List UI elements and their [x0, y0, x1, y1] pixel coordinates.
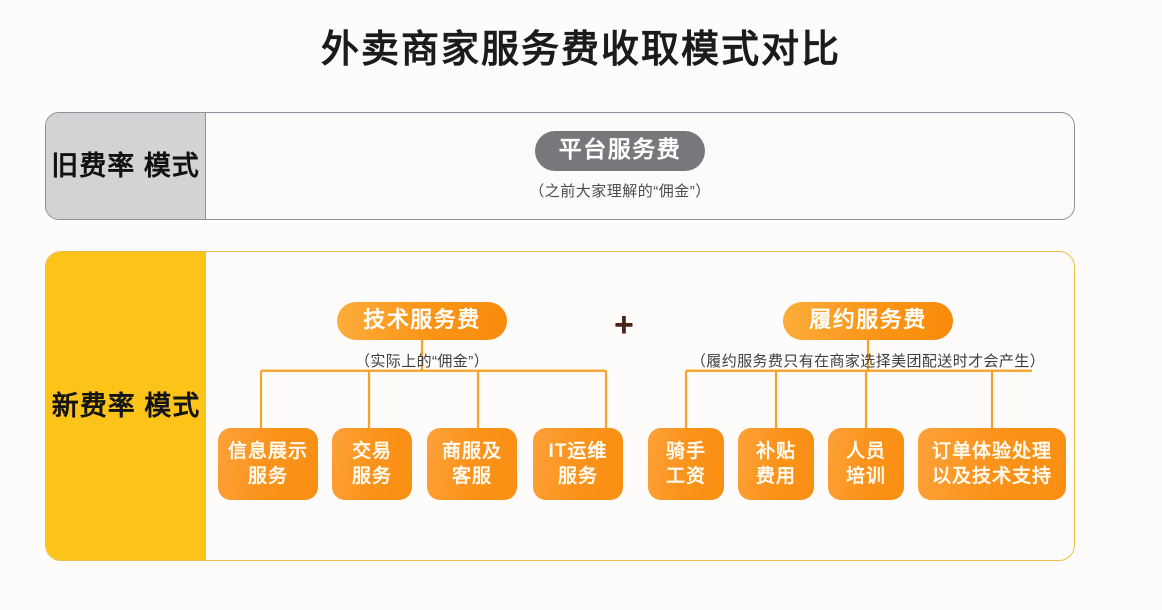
old-rate-label-line-1: 旧费率 [51, 150, 136, 181]
leaf-box-rider-wages: 骑手 工资 [648, 428, 724, 500]
new-rate-label-text: 新费率 模式 [52, 389, 201, 424]
leaf-line-2: 服务 [351, 466, 392, 487]
leaf-line-1: IT运维 [548, 440, 608, 462]
fulfillment-service-fee-badge: 履约服务费 [783, 302, 953, 341]
old-rate-row: 旧费率 模式 平台服务费 （之前大家理解的“佣金”） [45, 112, 1075, 220]
group-header-technical: 技术服务费 （实际上的“佣金”） [242, 302, 602, 371]
technical-service-fee-badge: 技术服务费 [337, 302, 507, 341]
plus-operator-icon: + [614, 306, 634, 344]
leaf-line-1: 骑手 [665, 440, 706, 462]
old-rate-label-line-2: 模式 [143, 150, 200, 181]
leaf-line-2: 工资 [665, 466, 706, 487]
leaf-line-2: 客服 [451, 466, 492, 487]
leaf-box-subsidy-cost: 补贴 费用 [738, 428, 814, 500]
platform-service-fee-badge: 平台服务费 [534, 131, 706, 171]
leaf-line-1: 人员 [845, 440, 886, 462]
leaf-box-info-display: 信息展示 服务 [218, 428, 318, 500]
old-rate-label-cell: 旧费率 模式 [46, 113, 206, 219]
old-rate-label-text: 旧费率 模式 [51, 149, 200, 184]
leaf-line-1: 信息展示 [227, 440, 308, 462]
leaf-line-2: 培训 [845, 466, 886, 487]
leaf-box-staff-training: 人员 培训 [828, 428, 904, 500]
leaf-line-2: 服务 [557, 466, 598, 487]
fulfillment-service-fee-caption: （履约服务费只有在商家选择美团配送时才会产生） [690, 353, 1046, 371]
new-rate-label-line-1: 新费率 [51, 390, 136, 421]
leaf-line-2: 以及技术支持 [931, 466, 1052, 487]
new-rate-label-line-2: 模式 [144, 390, 201, 421]
leaf-box-merchant-service: 商服及 客服 [427, 428, 517, 500]
new-rate-row: 新费率 模式 技 [45, 251, 1075, 561]
old-rate-content: 平台服务费 （之前大家理解的“佣金”） [206, 113, 1074, 219]
leaf-line-1: 订单体验处理 [931, 440, 1052, 462]
leaf-line-1: 商服及 [441, 440, 502, 462]
page-title: 外卖商家服务费收取模式对比 [320, 29, 841, 71]
group-header-fulfillment: 履约服务费 （履约服务费只有在商家选择美团配送时才会产生） [658, 302, 1074, 371]
connector-tree [259, 328, 1032, 430]
leaf-line-2: 费用 [755, 466, 796, 487]
leaf-line-2: 服务 [247, 466, 288, 487]
new-rate-label-cell: 新费率 模式 [46, 252, 206, 560]
technical-service-fee-caption: （实际上的“佣金”） [355, 353, 489, 371]
leaf-line-1: 补贴 [755, 440, 796, 462]
platform-service-fee-caption: （之前大家理解的“佣金”） [529, 182, 711, 200]
leaf-box-it-operations: IT运维 服务 [533, 428, 623, 500]
new-rate-content: 技术服务费 （实际上的“佣金”） + 履约服务费 （履约服务费只有在商家选择美团… [206, 252, 1074, 560]
leaf-box-transaction: 交易 服务 [332, 428, 412, 500]
leaf-box-order-experience: 订单体验处理 以及技术支持 [918, 428, 1066, 500]
leaf-line-1: 交易 [351, 440, 392, 462]
